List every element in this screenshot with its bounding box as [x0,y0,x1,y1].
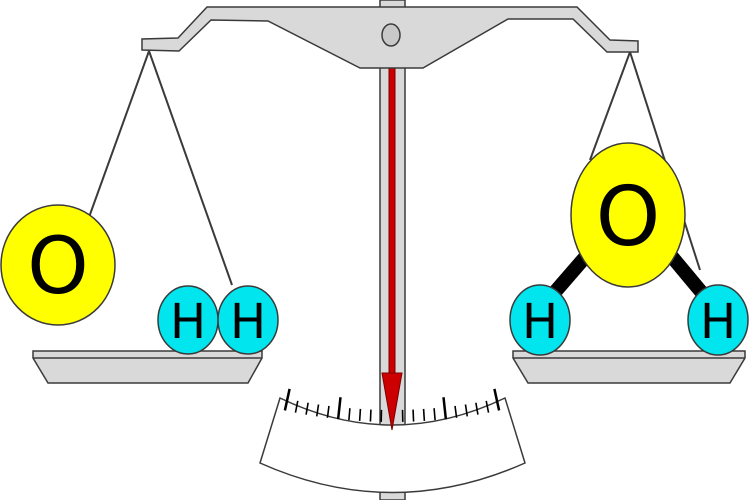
dial-tick [294,400,299,413]
left-pan [32,350,263,384]
dial-tick [348,408,351,421]
right-pan [512,350,746,384]
dial-tick [454,405,458,418]
left-oxygen-atom: O [0,204,116,326]
svg-text:H: H [170,294,206,350]
dial-tick [475,402,479,415]
dial-tick [412,409,415,422]
needle-arrowhead [381,372,403,431]
dial-tick [493,388,501,411]
dial-tick [336,397,342,420]
dial-tick [485,400,490,413]
dial-tick [305,402,309,415]
pan-strings [87,50,701,286]
left-hydrogen-atom-2: H [217,285,279,355]
svg-text:H: H [700,294,736,350]
dial-tick [464,404,469,417]
dial-tick [283,388,291,411]
left-hydrogen-atom-1: H [157,285,219,355]
needle-shaft [388,67,396,379]
right-oxygen-atom: O [570,142,686,288]
right-hydrogen-atom-2: H [687,284,749,356]
dial-scale [259,396,526,494]
right-hydrogen-atom-1: H [509,284,571,356]
dial-tick [433,408,436,421]
dial-tick [326,405,330,418]
dial-tick [442,397,448,420]
svg-text:O: O [27,222,88,312]
dial-tick [422,408,426,422]
svg-text:H: H [230,294,266,350]
dial-tick [358,408,362,422]
dial-tick [369,409,372,422]
dial-tick [315,404,320,417]
svg-text:H: H [522,294,558,350]
pivot-icon [381,23,401,47]
svg-text:O: O [596,170,661,265]
